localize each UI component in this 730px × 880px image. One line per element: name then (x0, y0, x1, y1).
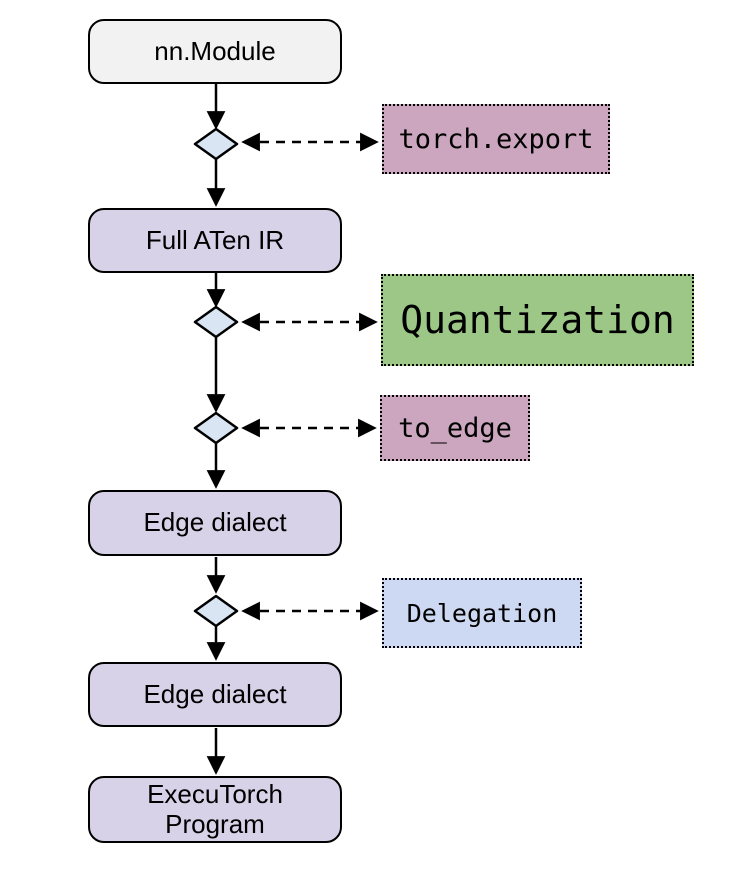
decision-diamond-toedge (193, 411, 239, 445)
step-quantization: Quantization (381, 274, 694, 366)
node-edge-dialect-1: Edge dialect (88, 490, 342, 556)
node-edge-dialect-2-label: Edge dialect (143, 678, 287, 709)
step-quantization-label: Quantization (400, 298, 675, 342)
step-torch-export: torch.export (382, 104, 610, 174)
decision-diamond-export (193, 127, 239, 161)
decision-diamond-quantize (193, 305, 239, 339)
node-edge-dialect-1-label: Edge dialect (143, 507, 287, 538)
node-executorch-program: ExecuTorch Program (88, 776, 342, 843)
step-torch-export-label: torch.export (398, 123, 594, 155)
node-edge-dialect-2: Edge dialect (88, 662, 342, 727)
node-executorch-program-label: ExecuTorch Program (147, 778, 283, 839)
step-delegation: Delegation (382, 578, 582, 648)
step-delegation-label: Delegation (406, 598, 558, 628)
step-to-edge-label: to_edge (398, 412, 512, 444)
step-to-edge: to_edge (380, 395, 530, 461)
node-full-aten-ir-label: Full ATen IR (145, 224, 285, 255)
node-nn-module-label: nn.Module (154, 35, 276, 66)
decision-diamond-delegation (193, 594, 239, 628)
node-nn-module: nn.Module (88, 19, 342, 84)
node-full-aten-ir: Full ATen IR (88, 208, 342, 273)
